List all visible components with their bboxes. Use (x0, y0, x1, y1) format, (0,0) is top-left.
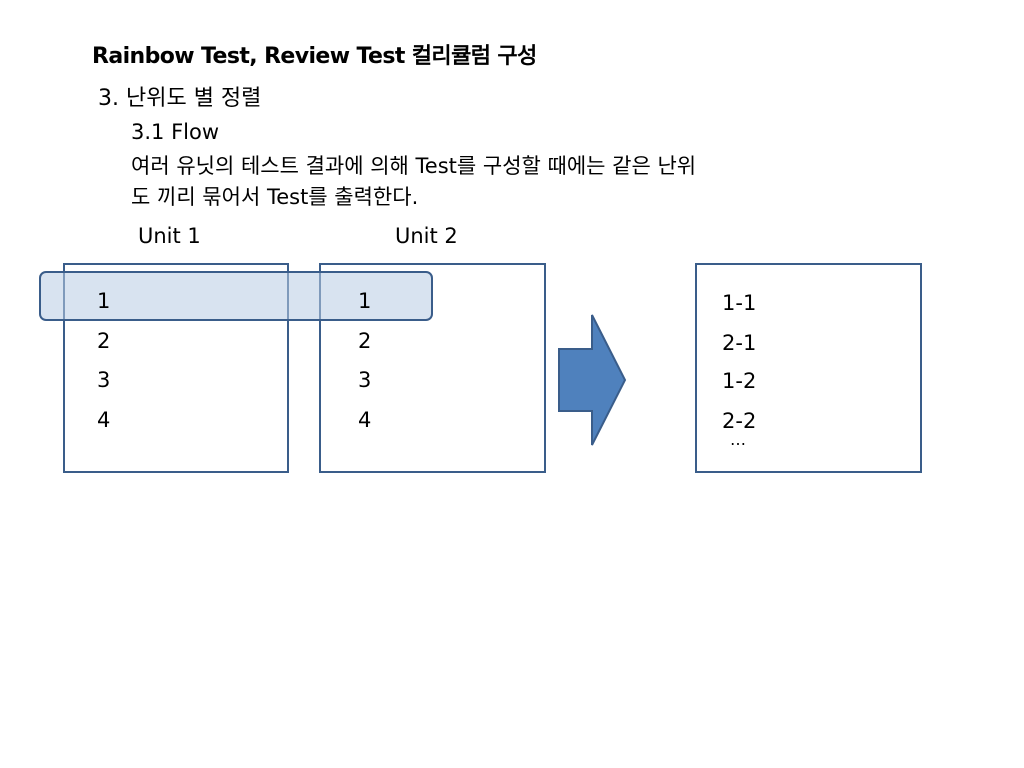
slide-title: Rainbow Test, Review Test 컬리큘럼 구성 (92, 44, 537, 69)
unit2-item: 3 (358, 368, 372, 392)
section-heading: 3. 난위도 별 정렬 (98, 86, 262, 111)
result-item: 2-1 (722, 331, 757, 355)
result-item: 1-1 (722, 291, 757, 315)
unit1-item: 4 (97, 408, 111, 432)
result-box (695, 263, 922, 473)
right-arrow-icon (558, 314, 627, 446)
description-line-2: 도 끼리 묶어서 Test를 출력한다. (131, 185, 419, 209)
result-ellipsis: … (730, 430, 746, 449)
unit1-item: 3 (97, 368, 111, 392)
unit2-item: 2 (358, 329, 372, 353)
right-arrow-shape (558, 314, 627, 446)
unit1-label: Unit 1 (138, 224, 201, 248)
unit2-label: Unit 2 (395, 224, 458, 248)
subsection-heading: 3.1 Flow (131, 120, 220, 144)
description-line-1: 여러 유닛의 테스트 결과에 의해 Test를 구성할 때에는 같은 난위 (131, 154, 697, 178)
result-item: 2-2 (722, 409, 757, 433)
unit1-item: 1 (97, 289, 111, 313)
result-item: 1-2 (722, 369, 757, 393)
unit2-item: 1 (358, 289, 372, 313)
unit2-box (319, 263, 546, 473)
unit1-box (63, 263, 289, 473)
unit2-item: 4 (358, 408, 372, 432)
difficulty-group-highlight (39, 271, 433, 321)
unit1-item: 2 (97, 329, 111, 353)
